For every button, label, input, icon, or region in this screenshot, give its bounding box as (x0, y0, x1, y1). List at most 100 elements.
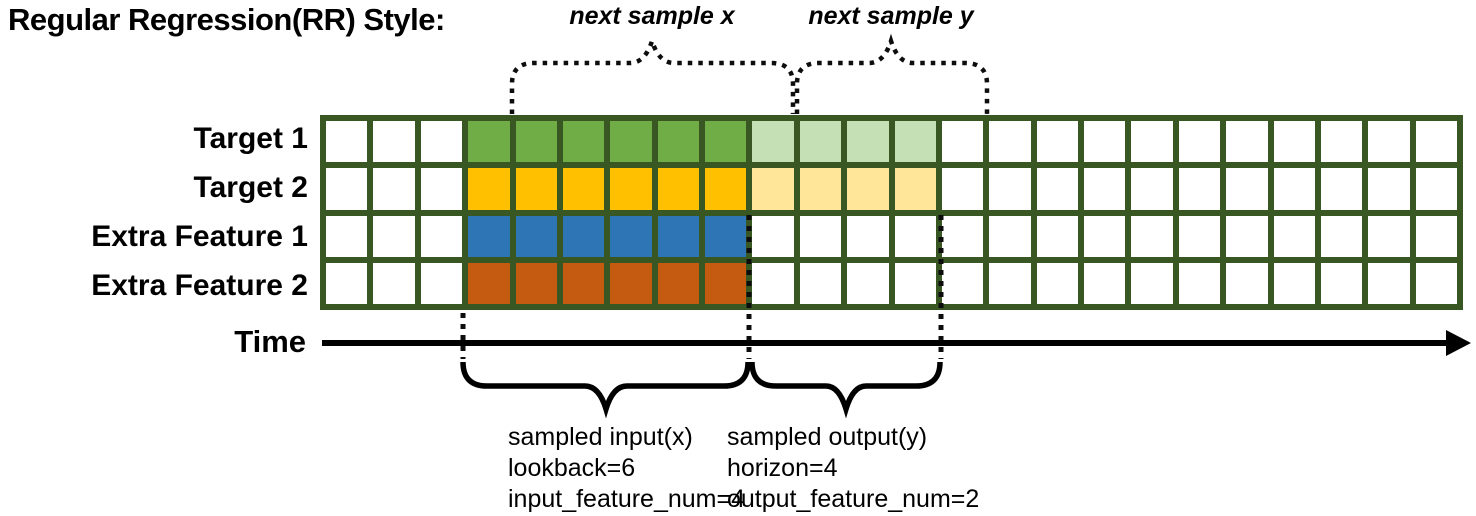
grid-cell (894, 121, 936, 163)
grid-cell (989, 215, 1031, 257)
grid-cell (941, 262, 984, 304)
sampled-input-brace (460, 361, 751, 419)
grid-cell (562, 262, 605, 304)
grid-cell (657, 262, 699, 304)
grid-cell (1415, 168, 1457, 210)
lookback-value: lookback=6 (508, 454, 636, 482)
output-feature-num-value: output_feature_num=2 (727, 485, 980, 513)
next-sample-x-label: next sample x (569, 2, 735, 30)
grid-cell (1415, 121, 1457, 163)
grid-cell (752, 168, 794, 210)
grid-cell (1036, 215, 1078, 257)
grid-cell (1273, 262, 1315, 304)
grid-cell (894, 215, 936, 257)
grid-cell (610, 215, 652, 257)
grid-cell (657, 168, 699, 210)
grid-cell (1320, 168, 1363, 210)
row-labels: Target 1 Target 2 Extra Feature 1 Extra … (0, 115, 308, 310)
grid-cell (1320, 215, 1363, 257)
grid-cell (515, 215, 557, 257)
next-sample-y-label: next sample y (808, 2, 974, 30)
sampled-output-note: sampled output(y) horizon=4 output_featu… (727, 422, 979, 515)
grid-cell (1226, 168, 1268, 210)
grid-cell (1368, 262, 1410, 304)
grid-cell (705, 168, 747, 210)
grid-cell (752, 121, 794, 163)
grid-cell (1226, 215, 1268, 257)
grid-cell (610, 121, 652, 163)
grid-cell (562, 168, 605, 210)
grid-cell (1084, 215, 1126, 257)
grid-cell (799, 262, 842, 304)
grid-cell (1320, 121, 1363, 163)
grid-cell (705, 215, 747, 257)
next-sample-x-brace (509, 33, 796, 114)
grid-cell (799, 215, 842, 257)
grid-cell (894, 262, 936, 304)
grid-cell (468, 262, 510, 304)
grid-cell (1036, 262, 1078, 304)
grid-cell (1131, 262, 1173, 304)
grid-cell (373, 262, 415, 304)
horizon-value: horizon=4 (727, 454, 838, 482)
grid-cell (1084, 168, 1126, 210)
grid-cell (941, 215, 984, 257)
time-axis-arrowhead (1446, 330, 1471, 356)
grid-cell (1273, 121, 1315, 163)
sampled-input-note: sampled input(x) lookback=6 input_featur… (508, 422, 745, 515)
time-axis-label: Time (234, 324, 306, 359)
grid-cell (515, 168, 557, 210)
grid-cell (657, 215, 699, 257)
grid-cell (847, 262, 889, 304)
grid-cell (989, 168, 1031, 210)
grid-cell (468, 121, 510, 163)
grid-cell (1131, 121, 1173, 163)
grid-cell (420, 121, 463, 163)
grid-cell (1368, 215, 1410, 257)
grid-cell (1320, 262, 1363, 304)
row-label-extra-feature-1: Extra Feature 1 (91, 219, 308, 253)
grid-cell (799, 121, 842, 163)
grid-cell (373, 215, 415, 257)
grid-cell (1178, 262, 1221, 304)
grid-cell (1273, 215, 1315, 257)
grid-cell (1226, 121, 1268, 163)
diagram-title: Regular Regression(RR) Style: (8, 2, 445, 37)
sampled-input-title: sampled input(x) (508, 423, 693, 451)
grid-cell (326, 262, 368, 304)
grid-cell (752, 262, 794, 304)
grid-cell (1368, 168, 1410, 210)
grid-cell (1178, 168, 1221, 210)
sampled-output-brace (749, 361, 943, 419)
grid-cell (373, 121, 415, 163)
next-sample-y-brace (794, 33, 990, 114)
grid-cell (468, 168, 510, 210)
grid-cell (373, 168, 415, 210)
grid-cell (799, 168, 842, 210)
grid-cell (1226, 262, 1268, 304)
grid-cell (894, 168, 936, 210)
row-label-extra-feature-2: Extra Feature 2 (91, 268, 308, 302)
grid-cell (562, 215, 605, 257)
grid-cell (326, 121, 368, 163)
grid-cell (468, 215, 510, 257)
grid-cell (420, 215, 463, 257)
grid-cell (420, 262, 463, 304)
grid-cell (610, 168, 652, 210)
grid-cell (1178, 121, 1221, 163)
grid-cell (847, 168, 889, 210)
grid-cell (1415, 215, 1457, 257)
grid-cell (989, 262, 1031, 304)
grid-cell (1084, 262, 1126, 304)
grid-cell (705, 262, 747, 304)
grid-cell (1415, 262, 1457, 304)
grid-cell (1036, 168, 1078, 210)
grid-cell (657, 121, 699, 163)
row-label-target-2: Target 2 (193, 171, 308, 205)
grid-cell (326, 168, 368, 210)
grid-cell (752, 215, 794, 257)
grid-cell (515, 121, 557, 163)
grid-cell (1368, 121, 1410, 163)
grid-cell (1131, 215, 1173, 257)
